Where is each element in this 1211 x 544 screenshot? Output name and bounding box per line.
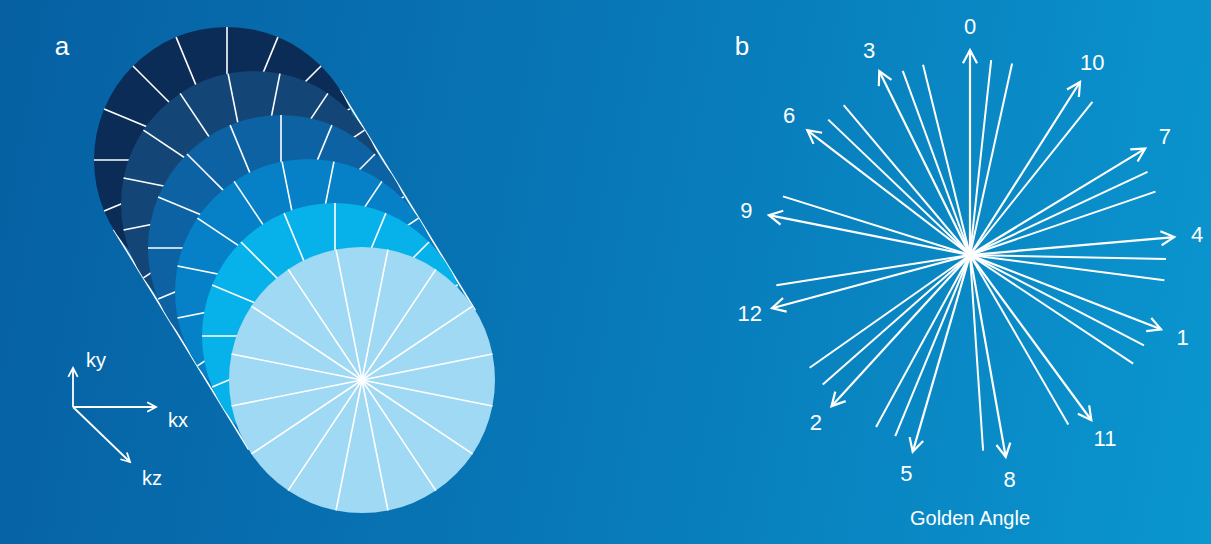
spoke [970, 102, 1092, 255]
arrow-head [996, 443, 1010, 457]
arrow-head [1146, 318, 1161, 331]
spoke-number: 5 [900, 463, 912, 485]
spoke [336, 250, 362, 380]
spoke-arrow [970, 82, 1080, 255]
arrow-head [68, 368, 77, 377]
spoke-number: 3 [863, 40, 875, 62]
disk [229, 247, 495, 513]
arrow-head [1160, 231, 1174, 245]
spoke [251, 306, 362, 380]
spoke [810, 255, 970, 368]
spoke [970, 255, 1164, 280]
spoke-number: 1 [1176, 327, 1188, 349]
k-axes [68, 368, 156, 462]
center-dot [965, 250, 975, 260]
spoke-number: 0 [964, 16, 976, 38]
spoke-number: 2 [810, 412, 822, 434]
kx-axis [73, 406, 156, 408]
spoke-number: 4 [1191, 224, 1203, 246]
ky-axis [72, 368, 74, 407]
golden-angle-star [769, 50, 1174, 457]
arrow-head [120, 452, 130, 462]
arrow-head [832, 392, 846, 407]
spoke-arrow [969, 50, 971, 255]
arrow-head [879, 71, 892, 86]
spoke [828, 120, 970, 255]
spoke-arrow [970, 149, 1145, 255]
spoke-arrow [772, 255, 970, 308]
spoke [970, 64, 1012, 255]
arrow-head [963, 50, 977, 63]
caption: Golden Angle [910, 508, 1030, 528]
spoke-arrow [807, 130, 970, 255]
spoke-number: 6 [783, 105, 795, 127]
spoke [232, 380, 362, 406]
arrow-head [147, 402, 156, 411]
spoke [362, 380, 473, 454]
spoke [903, 71, 970, 255]
spoke-number: 11 [1094, 428, 1117, 450]
spoke-arrow [832, 255, 970, 406]
arrow-head [769, 211, 783, 225]
spoke [362, 354, 492, 380]
spoke-number: 7 [1159, 126, 1171, 148]
spoke [362, 380, 388, 510]
spoke [970, 192, 1155, 255]
arrow-head [1067, 82, 1080, 97]
spoke-arrow [970, 255, 1091, 420]
axis-label: kz [142, 468, 162, 488]
axis-label: kx [168, 410, 188, 430]
arrow-head [910, 437, 924, 452]
panel-letter: a [55, 33, 69, 59]
spoke [362, 269, 436, 380]
spoke [288, 380, 362, 491]
spoke-arrow [970, 237, 1174, 255]
axis-label: ky [86, 350, 106, 370]
spoke-number: 9 [740, 200, 752, 222]
spoke-number: 12 [738, 303, 762, 325]
arrow-head [1130, 149, 1145, 162]
spoke-arrow [970, 255, 1006, 457]
arrow-head [772, 298, 787, 312]
arrow-head [807, 130, 822, 144]
partition-disk [229, 247, 495, 513]
spoke-arrow [970, 255, 1161, 329]
kz-axis [73, 407, 130, 462]
spoke-number: 10 [1080, 52, 1104, 74]
spoke-arrow [879, 71, 970, 255]
spoke-number: 8 [1004, 469, 1016, 491]
panel-letter: b [735, 33, 749, 59]
arrow-head [1078, 405, 1092, 420]
spoke [970, 255, 983, 451]
spoke-arrow [769, 215, 970, 255]
spoke-arrow [913, 255, 970, 452]
spoke [783, 196, 970, 255]
stack-of-stars [94, 27, 495, 513]
